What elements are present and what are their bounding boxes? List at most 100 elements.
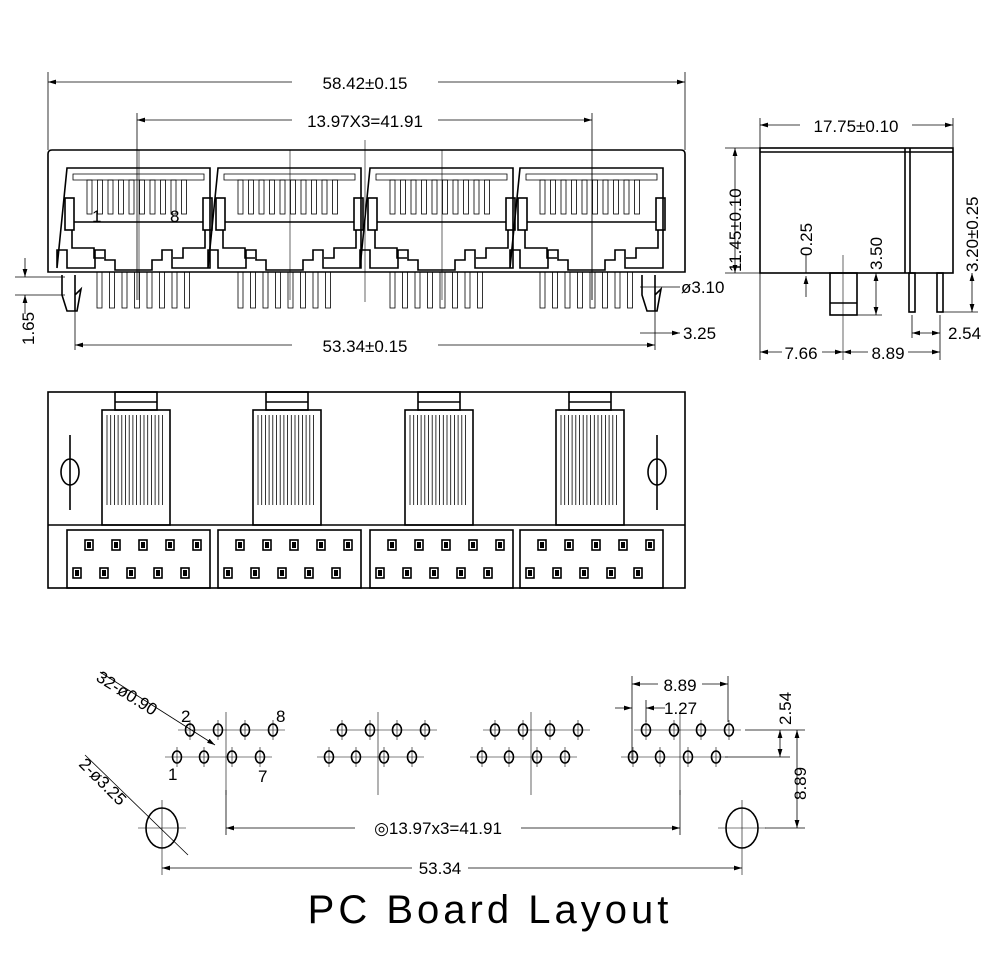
- pin: [452, 271, 458, 309]
- pad-fill: [471, 542, 475, 548]
- pin-block: [555, 409, 625, 526]
- pad-fill: [114, 542, 118, 548]
- contact-finger: [452, 179, 459, 215]
- pad: [429, 567, 439, 579]
- pin: [539, 271, 546, 309]
- pad-fill: [168, 542, 172, 548]
- pad-fill: [432, 570, 436, 576]
- peg-spacing-label: 53.34±0.15: [323, 337, 408, 356]
- standoff-label: 1.65: [19, 312, 38, 345]
- pad: [483, 567, 493, 579]
- pin: [287, 271, 294, 309]
- contact-finger: [484, 179, 490, 215]
- contact-finger: [550, 179, 556, 215]
- side-led: [215, 197, 226, 231]
- pin: [477, 271, 483, 309]
- contact-finger: [389, 179, 396, 215]
- connector-body-bottom: [47, 391, 686, 589]
- side-led: [202, 197, 213, 231]
- pad-fill: [609, 570, 613, 576]
- side-led: [655, 197, 666, 231]
- pad-fill: [75, 570, 79, 576]
- row-to-peg-label: 8.89: [791, 767, 810, 800]
- height-label: 11.45±0.10: [726, 188, 745, 272]
- pin: [96, 271, 103, 309]
- pin: [250, 271, 256, 309]
- connector-body-front: [47, 149, 686, 273]
- contact-finger: [139, 179, 145, 215]
- port-latch: [72, 173, 205, 181]
- pin: [262, 271, 269, 309]
- pin: [602, 271, 608, 309]
- contact-finger: [431, 179, 438, 215]
- contact-finger: [118, 179, 124, 215]
- side-led: [64, 197, 75, 231]
- pin-block-top: [568, 391, 612, 411]
- pin-block: [101, 409, 171, 526]
- pad-fill: [498, 542, 502, 548]
- side-led: [367, 197, 378, 231]
- contact-finger: [86, 179, 93, 215]
- pad-fill: [102, 570, 106, 576]
- pad: [537, 539, 547, 551]
- pad: [606, 567, 616, 579]
- port-pitch-label: ◎13.97x3=41.91: [374, 819, 502, 838]
- contact-finger: [149, 179, 156, 215]
- pin: [552, 271, 558, 309]
- rj45-port-3: [359, 167, 516, 309]
- pad: [250, 567, 260, 579]
- port-latch: [375, 173, 508, 181]
- contact-finger: [290, 179, 296, 215]
- pin: [237, 271, 244, 309]
- contact-finger: [602, 179, 609, 215]
- pad: [153, 567, 163, 579]
- contact-finger: [321, 179, 328, 215]
- pad-fill: [87, 542, 91, 548]
- pin: [171, 271, 178, 309]
- pad-fill: [346, 542, 350, 548]
- side-view: 17.75±0.10 11.45±0.10 0.25 3.50 3.20±0.2…: [725, 116, 982, 363]
- pad: [192, 539, 202, 551]
- side-led: [517, 197, 528, 231]
- peg-spacing-label: 53.34: [419, 859, 462, 878]
- hole-callout: 32-ø0.90: [93, 667, 161, 719]
- pad: [72, 567, 82, 579]
- contact-finger: [623, 179, 630, 215]
- pad: [138, 539, 148, 551]
- peg-hole-callout: 2-ø3.25: [75, 754, 130, 809]
- connector-bottom-1: [66, 391, 211, 589]
- contact-finger: [97, 179, 103, 215]
- pad: [99, 567, 109, 579]
- pad: [277, 567, 287, 579]
- pad: [111, 539, 121, 551]
- bottom-view: [47, 391, 686, 589]
- pad: [564, 539, 574, 551]
- pin-offset-label: 1.27: [664, 699, 697, 718]
- pad: [552, 567, 562, 579]
- contact-finger: [571, 179, 577, 215]
- rj45-port-2: [207, 167, 364, 309]
- pad-fill: [280, 570, 284, 576]
- pad: [223, 567, 233, 579]
- peg-diameter-label: ø3.10: [681, 278, 724, 297]
- hole-group-3: [470, 712, 590, 795]
- contact-finger: [237, 179, 244, 215]
- pad-fill: [444, 542, 448, 548]
- rj45-port-4: [509, 167, 666, 309]
- port-step: [524, 230, 659, 259]
- contact-finger: [170, 179, 177, 215]
- pad: [456, 567, 466, 579]
- pin: [300, 271, 306, 309]
- pad-fill: [307, 570, 311, 576]
- pin-label-8: 8: [276, 707, 285, 726]
- pad: [618, 539, 628, 551]
- pad: [525, 567, 535, 579]
- pad-fill: [156, 570, 160, 576]
- pcb-layout-title: PC Board Layout: [308, 888, 673, 932]
- pad-fill: [636, 570, 640, 576]
- contact-finger: [442, 179, 448, 215]
- pad-fill: [334, 570, 338, 576]
- row-width-label: 8.89: [663, 676, 696, 695]
- pad: [331, 567, 341, 579]
- front-view: 58.42±0.15 13.97X3=41.91 1 8 53.34±0.15 …: [15, 72, 724, 356]
